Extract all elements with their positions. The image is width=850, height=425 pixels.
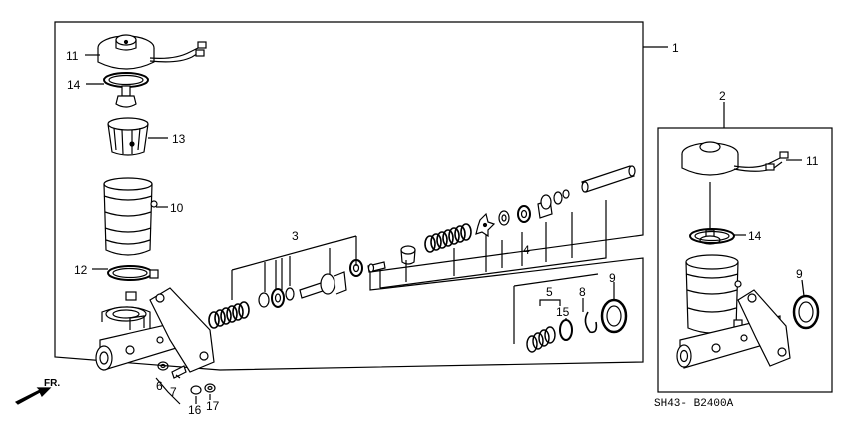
callout-4: 4 <box>523 243 530 257</box>
reservoir-cap-right <box>681 141 789 245</box>
callout-15: 15 <box>556 305 570 319</box>
front-direction-arrow <box>14 387 52 405</box>
cup-seal-primary <box>258 287 295 308</box>
pushrod-shaft <box>581 165 636 193</box>
callout-12: 12 <box>74 263 88 277</box>
callout-14-right: 14 <box>748 229 762 243</box>
spring-secondary <box>424 223 472 253</box>
piston-seal-end <box>349 259 363 277</box>
callout-13: 13 <box>172 132 186 146</box>
callout-16: 16 <box>188 403 202 417</box>
boot-seal <box>526 326 556 353</box>
bracket-5 <box>539 299 561 306</box>
callout-14-left: 14 <box>67 78 81 92</box>
leader-9-right <box>801 279 805 297</box>
callout-6: 6 <box>156 379 163 393</box>
ring-secondary <box>498 210 510 226</box>
reservoir-right <box>685 254 743 334</box>
seal-9-right <box>792 294 820 330</box>
seal-9-left <box>600 298 628 334</box>
callout-7: 7 <box>170 385 177 399</box>
callout-9-right: 9 <box>796 267 803 281</box>
gasket-left <box>103 72 149 88</box>
o-ring-15 <box>559 319 573 341</box>
spring-seat <box>400 245 416 265</box>
bracket-4 <box>379 200 607 289</box>
front-direction-label: FR. <box>44 378 60 389</box>
float-stem-left <box>115 85 137 108</box>
callout-11-left: 11 <box>66 49 79 63</box>
callout-9-left: 9 <box>609 271 616 285</box>
bracket-5-frame <box>513 273 599 344</box>
washer-17 <box>204 383 216 393</box>
clamp-12 <box>107 265 159 281</box>
reservoir-10 <box>103 177 158 256</box>
callout-1: 1 <box>672 41 679 55</box>
small-parts-bracket <box>155 377 211 405</box>
callout-2: 2 <box>719 89 726 103</box>
bolt-7 <box>171 365 187 379</box>
callout-11-right: 11 <box>806 154 819 168</box>
primary-piston <box>299 271 347 299</box>
callout-10: 10 <box>170 201 184 215</box>
diagram-code: SH43- B2400A <box>654 398 734 410</box>
nut-16 <box>190 385 202 395</box>
retainer-star <box>475 212 496 238</box>
callout-3: 3 <box>292 229 299 243</box>
snap-ring-8 <box>584 311 598 334</box>
callout-17: 17 <box>206 399 220 413</box>
reservoir-cap-left <box>97 34 207 70</box>
right-assembly-frame <box>657 127 833 393</box>
callout-8: 8 <box>579 285 586 299</box>
callout-5: 5 <box>546 285 553 299</box>
master-cylinder-body-left <box>95 287 215 373</box>
bracket-3 <box>231 235 357 300</box>
stopper-bolt <box>367 261 386 273</box>
washer-6 <box>157 361 169 371</box>
spring-primary <box>208 301 250 329</box>
secondary-piston <box>537 189 570 219</box>
gasket-right <box>689 228 735 244</box>
cup-seal-secondary <box>517 205 531 223</box>
master-cylinder-body-right <box>676 289 791 369</box>
strainer-13 <box>107 117 149 156</box>
